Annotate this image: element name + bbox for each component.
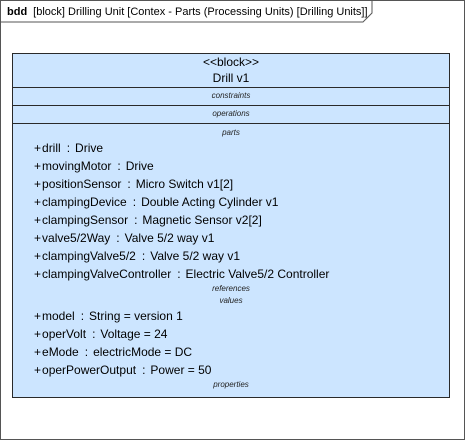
values-list: +model:String = version 1 +operVolt:Volt… xyxy=(13,307,449,379)
constraints-title: constraints xyxy=(211,91,251,100)
part-name: positionSensor xyxy=(42,177,122,191)
part-visibility: + xyxy=(34,177,42,191)
value-type: electricMode = DC xyxy=(93,345,193,359)
block-header: <<block>> Drill v1 xyxy=(13,54,449,88)
part-visibility: + xyxy=(34,213,42,227)
part-visibility: + xyxy=(34,195,42,209)
parts-title: parts xyxy=(222,128,240,137)
part-name: clampingValveController xyxy=(42,267,172,281)
parts-list: +drill:Drive +movingMotor:Drive +positio… xyxy=(13,139,449,283)
value-type: Voltage = 24 xyxy=(100,327,168,341)
value-row[interactable]: +operPowerOutput:Power = 50 xyxy=(34,363,212,377)
part-type: Double Acting Cylinder v1 xyxy=(141,195,279,209)
block-name[interactable]: Drill v1 xyxy=(212,71,250,85)
part-name: clampingDevice xyxy=(42,195,127,209)
frame-title: bdd [block] Drilling Unit [Contex - Parts… xyxy=(7,6,368,18)
value-name: eMode xyxy=(42,345,79,359)
value-name: operVolt xyxy=(42,327,87,341)
part-name: movingMotor xyxy=(42,159,112,173)
frame-tab-outline xyxy=(1,1,373,23)
frame-tab: bdd [block] Drilling Unit [Contex - Parts… xyxy=(1,1,373,23)
block-stereotype: <<block>> xyxy=(202,55,260,69)
operations-compartment[interactable]: operations xyxy=(13,106,449,124)
part-type: Drive xyxy=(125,159,154,173)
block-drill-v1[interactable]: <<block>> Drill v1 constraints operation… xyxy=(12,53,450,398)
constraints-compartment[interactable]: constraints xyxy=(13,88,449,106)
part-visibility: + xyxy=(34,159,42,173)
parts-values-compartment[interactable]: parts +drill:Drive +movingMotor:Drive +p… xyxy=(13,124,449,391)
value-type: String = version 1 xyxy=(89,309,183,323)
part-name: clampingValve5/2 xyxy=(42,249,136,263)
part-name: clampingSensor xyxy=(42,213,129,227)
part-visibility: + xyxy=(34,231,42,245)
part-row[interactable]: +drill:Drive xyxy=(34,141,104,155)
values-title: values xyxy=(219,296,243,305)
part-row[interactable]: +movingMotor:Drive xyxy=(34,159,154,173)
value-visibility: + xyxy=(34,345,42,359)
references-title: references xyxy=(212,284,250,293)
part-row[interactable]: +valve5/2Way:Valve 5/2 way v1 xyxy=(34,231,215,245)
operations-title: operations xyxy=(212,109,250,118)
value-row[interactable]: +model:String = version 1 xyxy=(34,309,183,323)
part-type: Drive xyxy=(75,141,104,155)
value-type: Power = 50 xyxy=(150,363,212,377)
value-name: operPowerOutput xyxy=(42,363,137,377)
properties-title: properties xyxy=(213,380,249,389)
frame-title-text: [block] Drilling Unit [Contex - Parts (P… xyxy=(33,6,368,18)
part-type: Micro Switch v1[2] xyxy=(135,177,234,191)
part-type: Electric Valve5/2 Controller xyxy=(185,267,330,281)
value-visibility: + xyxy=(34,363,42,377)
part-type: Valve 5/2 way v1 xyxy=(124,231,215,245)
part-visibility: + xyxy=(34,141,42,155)
value-visibility: + xyxy=(34,309,42,323)
value-row[interactable]: +operVolt:Voltage = 24 xyxy=(34,327,168,341)
part-row[interactable]: +clampingValve5/2:Valve 5/2 way v1 xyxy=(34,249,241,263)
frame-kind: bdd xyxy=(7,6,28,18)
part-visibility: + xyxy=(34,249,42,263)
part-row[interactable]: +positionSensor:Micro Switch v1[2] xyxy=(34,177,234,191)
part-name: valve5/2Way xyxy=(42,231,111,245)
part-name: drill xyxy=(42,141,61,155)
part-type: Valve 5/2 way v1 xyxy=(150,249,241,263)
value-visibility: + xyxy=(34,327,42,341)
part-row[interactable]: +clampingSensor:Magnetic Sensor v2[2] xyxy=(34,213,262,227)
part-type: Magnetic Sensor v2[2] xyxy=(142,213,262,227)
value-name: model xyxy=(42,309,75,323)
part-row[interactable]: +clampingDevice:Double Acting Cylinder v… xyxy=(34,195,279,209)
value-row[interactable]: +eMode:electricMode = DC xyxy=(34,345,193,359)
part-visibility: + xyxy=(34,267,42,281)
part-row[interactable]: +clampingValveController:Electric Valve5… xyxy=(34,267,330,281)
